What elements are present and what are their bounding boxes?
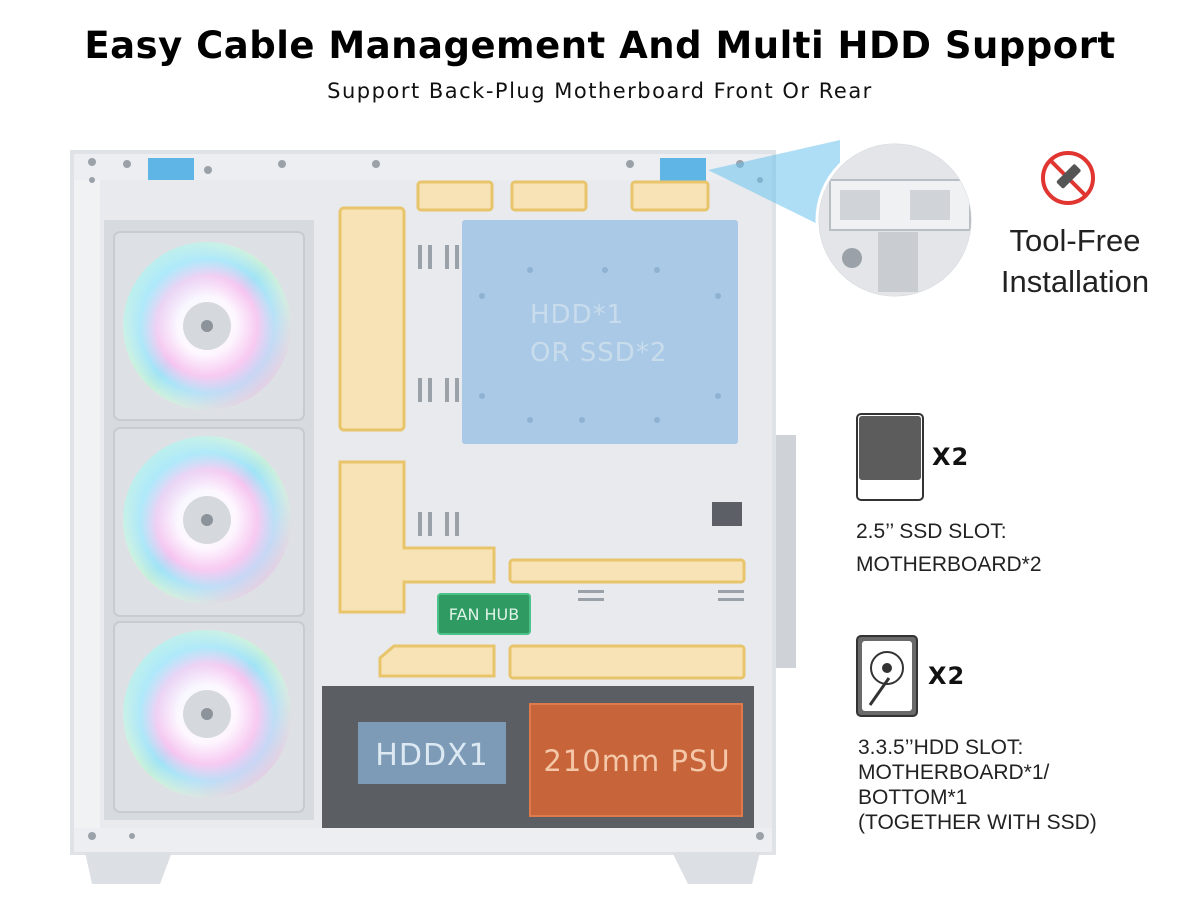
no-screwdriver-icon [1041, 151, 1095, 205]
hdd-bay-label-line1: HDD*1 [530, 300, 625, 330]
cable-channel-top-1 [416, 180, 494, 212]
hdd-bay-holes [479, 267, 721, 423]
fan-3 [113, 621, 305, 813]
page-subtitle: Support Back-Plug Motherboard Front Or R… [327, 79, 873, 103]
psu-label: 210mm PSU [543, 744, 731, 778]
cable-channel-top-2 [510, 180, 588, 212]
cable-channel-bottom-left [378, 644, 496, 678]
tool-free-line2: Installation [1000, 264, 1150, 299]
zoom-beam [708, 140, 840, 235]
cable-channel-mid [508, 558, 746, 584]
cable-channels [338, 180, 746, 680]
cable-channel-left-top [338, 206, 406, 432]
hdd-count: X2 [928, 662, 966, 690]
ssd-spec-line1: 2.5’’ SSD SLOT: [856, 520, 1007, 543]
tool-free-label: Tool-Free Installation [980, 220, 1170, 302]
bottom-hdd-label: HDDX1 [375, 738, 489, 773]
fan-2 [113, 427, 305, 617]
hdd-bay-plate [462, 220, 738, 444]
cable-channel-bottom-right [508, 644, 746, 680]
tool-free-line1: Tool-Free [1009, 223, 1141, 258]
ssd-spec: 2.5’’ SSD SLOT: MOTHERBOARD*2 [856, 515, 1042, 581]
hdd-spec-line2: MOTHERBOARD*1/ [858, 761, 1050, 784]
case-foot-left [85, 852, 172, 884]
psu-box [529, 703, 743, 817]
top-clip-right [660, 158, 706, 182]
hdd-spec-line1: 3.3.5’’HDD SLOT: [858, 736, 1024, 759]
hdd-spec-line3: BOTTOM*1 [858, 786, 968, 809]
ssd-icon [856, 413, 924, 501]
rear-pci-bracket [776, 435, 796, 668]
rear-latch [712, 502, 742, 526]
case-foot-right [672, 852, 760, 884]
tool-free-zoom [815, 140, 975, 300]
fan-hub-box [437, 593, 531, 635]
case-bottom-rail [74, 828, 772, 852]
cable-channel-top-3 [630, 180, 710, 212]
case-front-rail [74, 180, 100, 828]
hdd-spec: 3.3.5’’HDD SLOT: MOTHERBOARD*1/ BOTTOM*1… [858, 735, 1097, 835]
hdd-icon [856, 635, 918, 717]
hdd-spec-line4: (TOGETHER WITH SSD) [858, 811, 1097, 834]
top-clip-left [148, 158, 194, 180]
ssd-count: X2 [932, 443, 970, 471]
bottom-hdd-box [358, 722, 506, 784]
cable-channel-left-bottom [338, 460, 496, 614]
page-title: Easy Cable Management And Multi HDD Supp… [84, 24, 1116, 67]
hdd-bay-label: HDD*1 OR SSD*2 [530, 296, 667, 372]
hdd-bay-label-line2: OR SSD*2 [530, 338, 668, 368]
fan-hub-label: FAN HUB [448, 605, 520, 624]
tie-slots [418, 245, 744, 601]
ssd-spec-line2: MOTHERBOARD*2 [856, 553, 1042, 576]
fan-1 [113, 231, 305, 421]
